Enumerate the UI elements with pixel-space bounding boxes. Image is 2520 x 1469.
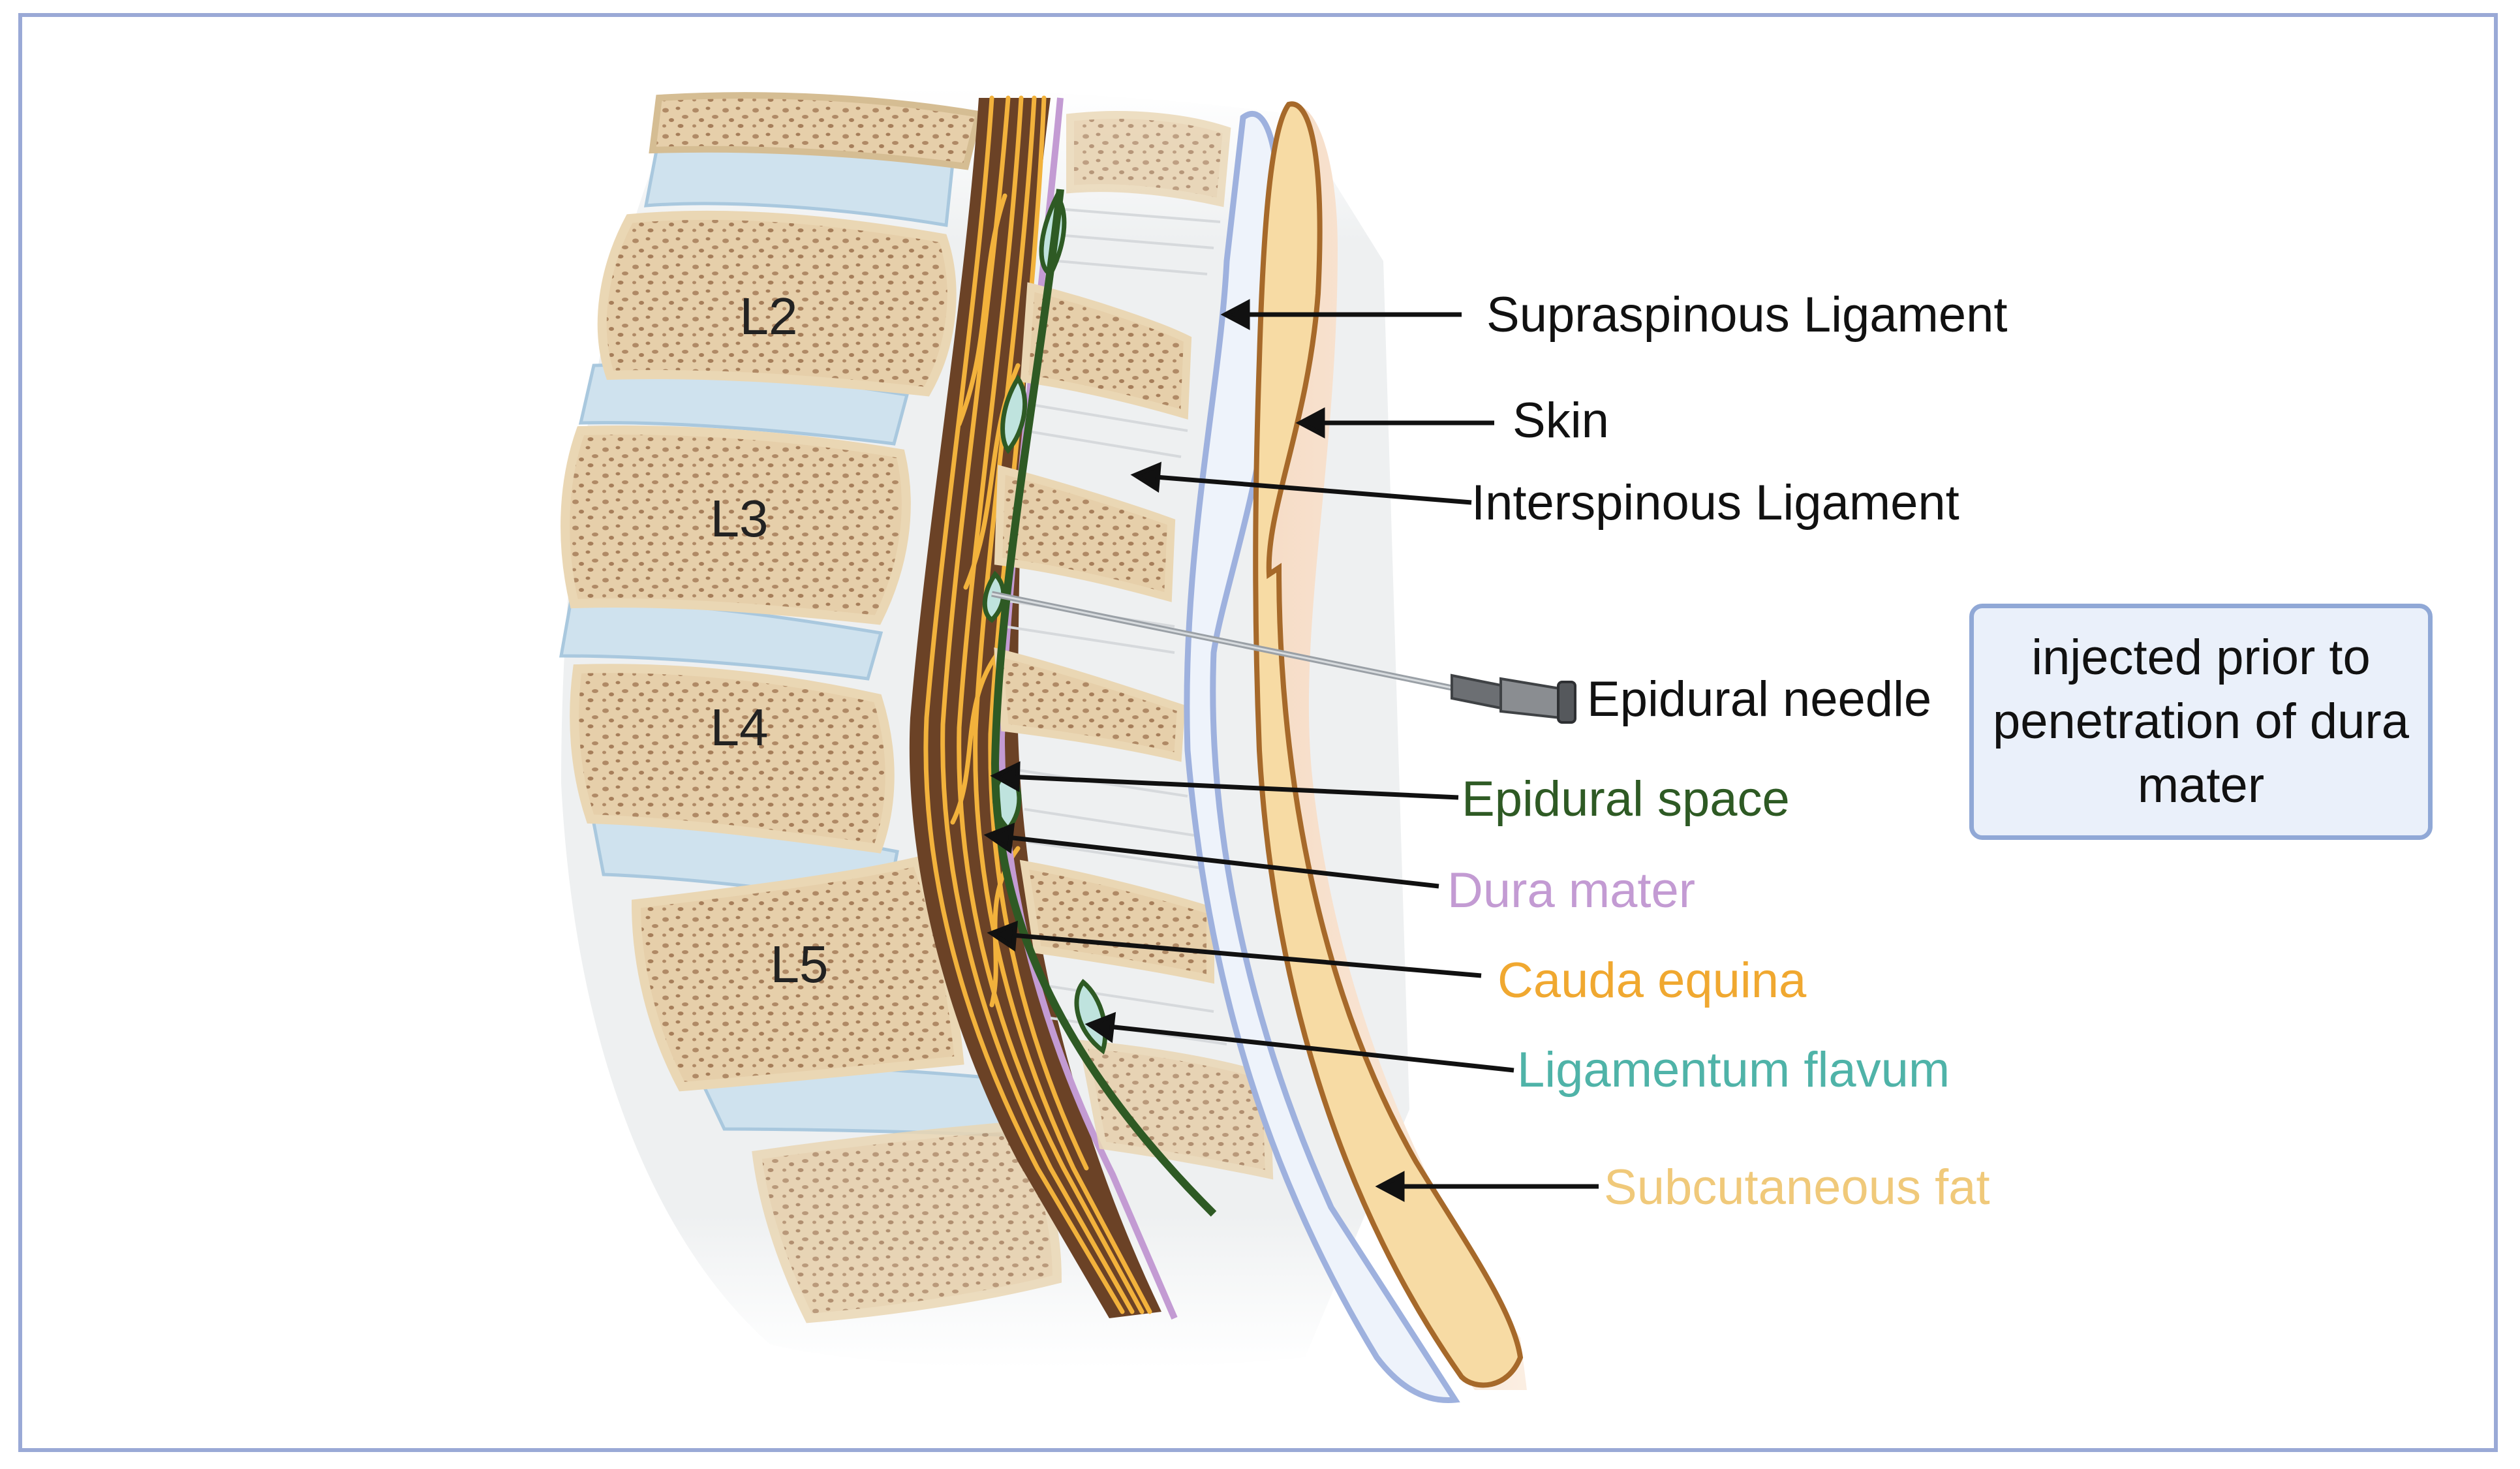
epidural-needle xyxy=(991,591,1576,724)
label-supraspinous-ligament: Supraspinous Ligament xyxy=(1486,287,2008,343)
label-dura-mater: Dura mater xyxy=(1447,863,1695,918)
vertebra-label-l2: L2 xyxy=(740,287,798,345)
spinous-processes xyxy=(994,111,1274,1180)
label-skin: Skin xyxy=(1513,393,1609,448)
vertebra-label-l5: L5 xyxy=(771,935,829,993)
label-epidural-needle: Epidural needle xyxy=(1587,672,1931,727)
label-arrows xyxy=(983,299,1599,1202)
vertebra-l4 xyxy=(570,664,895,854)
vertebral-bodies xyxy=(561,92,1062,1323)
cauda-equina-fibres xyxy=(923,95,1152,1314)
vertebra-label-l3: L3 xyxy=(711,489,769,548)
vertebra-l2 xyxy=(597,210,957,397)
vertebra-l5 xyxy=(631,856,964,1092)
note-callout-box: injected prior to penetration of dura ma… xyxy=(1969,604,2433,840)
label-interspinous-ligament: Interspinous Ligament xyxy=(1471,475,1959,531)
label-subcutaneous-fat: Subcutaneous fat xyxy=(1604,1160,1990,1215)
note-text: injected prior to penetration of dura ma… xyxy=(1992,630,2410,813)
epidural-space-line xyxy=(991,189,1217,1217)
subcutaneous-fat xyxy=(1253,101,1524,1388)
label-cauda-equina: Cauda equina xyxy=(1498,953,1807,1008)
vertebra-label-l4: L4 xyxy=(711,698,769,756)
label-epidural-space: Epidural space xyxy=(1462,771,1790,827)
label-ligamentum-flavum: Ligamentum flavum xyxy=(1517,1042,1950,1098)
vertebra-l3 xyxy=(561,425,911,625)
